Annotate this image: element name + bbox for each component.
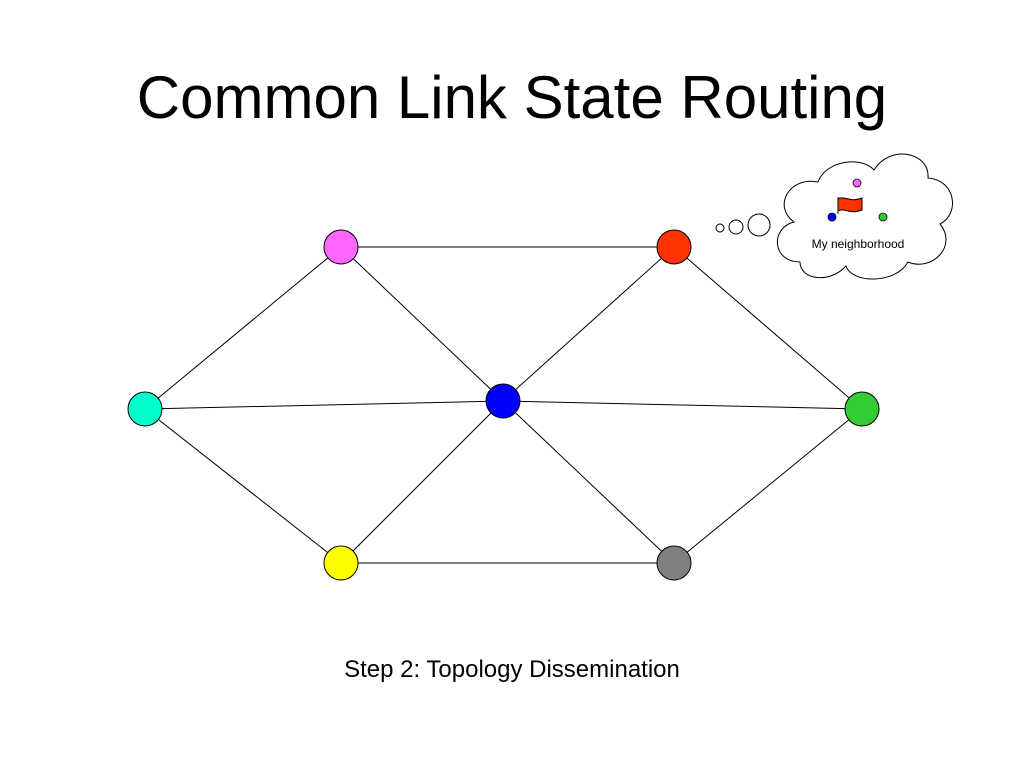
mini-node-magenta: [852, 178, 862, 188]
link-blue-green: [502, 400, 863, 410]
thought-bubble-label: My neighborhood: [812, 237, 905, 251]
cloud-shape: [777, 153, 953, 280]
mini-node-blue: [827, 212, 837, 222]
links-layer: [144, 246, 863, 564]
link-blue-gray: [502, 400, 675, 564]
mini-node-green: [878, 212, 888, 222]
link-cyan-blue: [144, 400, 504, 410]
link-blue-yellow: [340, 400, 504, 564]
link-magenta-cyan: [144, 246, 342, 410]
node-gray: [656, 545, 692, 581]
node-red: [656, 229, 692, 265]
thought-dot-small: [715, 223, 725, 233]
link-red-blue: [502, 246, 675, 402]
link-magenta-blue: [340, 246, 504, 402]
thought-dot-medium: [728, 219, 744, 235]
slide-caption: Step 2: Topology Dissemination: [344, 656, 680, 683]
slide-title: Common Link State Routing: [136, 64, 888, 131]
node-magenta: [323, 229, 359, 265]
nodes-layer: [127, 229, 880, 581]
neighborhood-mini-topology: [827, 178, 888, 222]
node-yellow: [323, 545, 359, 581]
flag-icon: [837, 197, 863, 214]
link-cyan-yellow: [144, 408, 342, 564]
link-gray-green: [673, 408, 863, 564]
link-red-green: [673, 246, 863, 410]
node-cyan: [127, 391, 163, 427]
thought-bubble: My neighborhood: [715, 153, 953, 280]
node-blue: [485, 383, 521, 419]
thought-dot-large: [747, 213, 771, 237]
node-green: [844, 391, 880, 427]
